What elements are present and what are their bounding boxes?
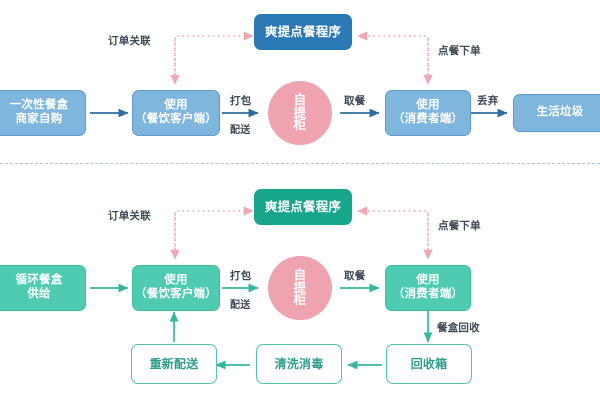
node-bottom-merchant-line-1: 使用 <box>164 274 188 287</box>
label-top-pack: 打包 <box>230 95 252 107</box>
top-flow-app-links <box>170 31 433 85</box>
node-top-merchant-line-2: （餐饮客户端） <box>135 113 217 125</box>
node-bottom-bin-label: 回收箱 <box>410 356 448 371</box>
label-bottom-pack: 打包 <box>230 270 252 282</box>
node-bottom-source-line-2: 供给 <box>27 288 51 300</box>
bottom-flow-app-links <box>170 206 433 260</box>
node-bottom-locker[interactable]: 自 提 柜 <box>268 256 332 320</box>
node-top-waste[interactable]: 生活垃圾 <box>513 94 600 132</box>
node-top-app-label: 爽提点餐程序 <box>264 24 342 39</box>
node-top-source[interactable]: 一次性餐盒 商家自购 <box>0 90 86 136</box>
node-top-app[interactable]: 爽提点餐程序 <box>254 14 352 50</box>
node-top-waste-label: 生活垃圾 <box>536 106 584 119</box>
node-bottom-app-label: 爽提点餐程序 <box>264 199 342 214</box>
node-bottom-redeliver[interactable]: 重新配送 <box>131 344 217 384</box>
node-bottom-app[interactable]: 爽提点餐程序 <box>254 189 352 225</box>
node-top-merchant[interactable]: 使用 （餐饮客户端） <box>132 90 220 136</box>
label-top-discard: 丢弃 <box>477 95 499 107</box>
node-top-locker[interactable]: 自 提 柜 <box>268 81 332 145</box>
node-top-consumer-line-1: 使用 <box>416 99 440 112</box>
node-top-source-line-1: 一次性餐盒 <box>9 99 69 112</box>
label-top-pickup: 取餐 <box>344 95 366 107</box>
label-bottom-order-place: 点餐下单 <box>438 220 481 232</box>
node-bottom-merchant[interactable]: 使用 （餐饮客户端） <box>132 265 220 311</box>
node-top-source-line-2: 商家自购 <box>15 113 63 125</box>
node-top-locker-char-1: 自 <box>293 92 307 107</box>
node-bottom-source[interactable]: 循环餐盒 供给 <box>0 265 86 311</box>
node-bottom-clean[interactable]: 清洗消毒 <box>256 344 342 384</box>
node-bottom-consumer[interactable]: 使用 （消费者端） <box>385 265 471 311</box>
label-top-order-place: 点餐下单 <box>438 45 481 57</box>
node-top-locker-char-2: 提 <box>293 105 307 120</box>
node-top-consumer-line-2: （消费者端） <box>392 113 464 125</box>
node-bottom-clean-label: 清洗消毒 <box>274 356 324 371</box>
node-bottom-source-line-1: 循环餐盒 <box>15 274 63 287</box>
node-top-consumer[interactable]: 使用 （消费者端） <box>385 90 471 136</box>
label-top-deliver: 配送 <box>230 125 251 136</box>
node-bottom-consumer-line-1: 使用 <box>416 274 440 287</box>
node-bottom-redeliver-label: 重新配送 <box>149 356 199 371</box>
node-bottom-merchant-line-2: （餐饮客户端） <box>135 288 217 300</box>
node-bottom-consumer-line-2: （消费者端） <box>392 288 464 300</box>
node-bottom-locker-char-3: 柜 <box>293 293 307 308</box>
label-bottom-recycle: 餐盒回收 <box>437 322 480 334</box>
node-bottom-locker-char-2: 提 <box>293 280 307 295</box>
node-top-merchant-line-1: 使用 <box>164 99 188 112</box>
label-bottom-order-link: 订单关联 <box>108 210 151 222</box>
node-top-locker-char-3: 柜 <box>293 118 307 133</box>
section-divider <box>0 163 600 164</box>
node-bottom-bin[interactable]: 回收箱 <box>386 344 472 384</box>
bottom-flow-arrows <box>90 283 433 370</box>
label-bottom-deliver: 配送 <box>230 300 251 311</box>
label-top-order-link: 订单关联 <box>108 35 151 47</box>
node-bottom-locker-char-1: 自 <box>293 267 307 282</box>
label-bottom-pickup: 取餐 <box>344 270 366 282</box>
